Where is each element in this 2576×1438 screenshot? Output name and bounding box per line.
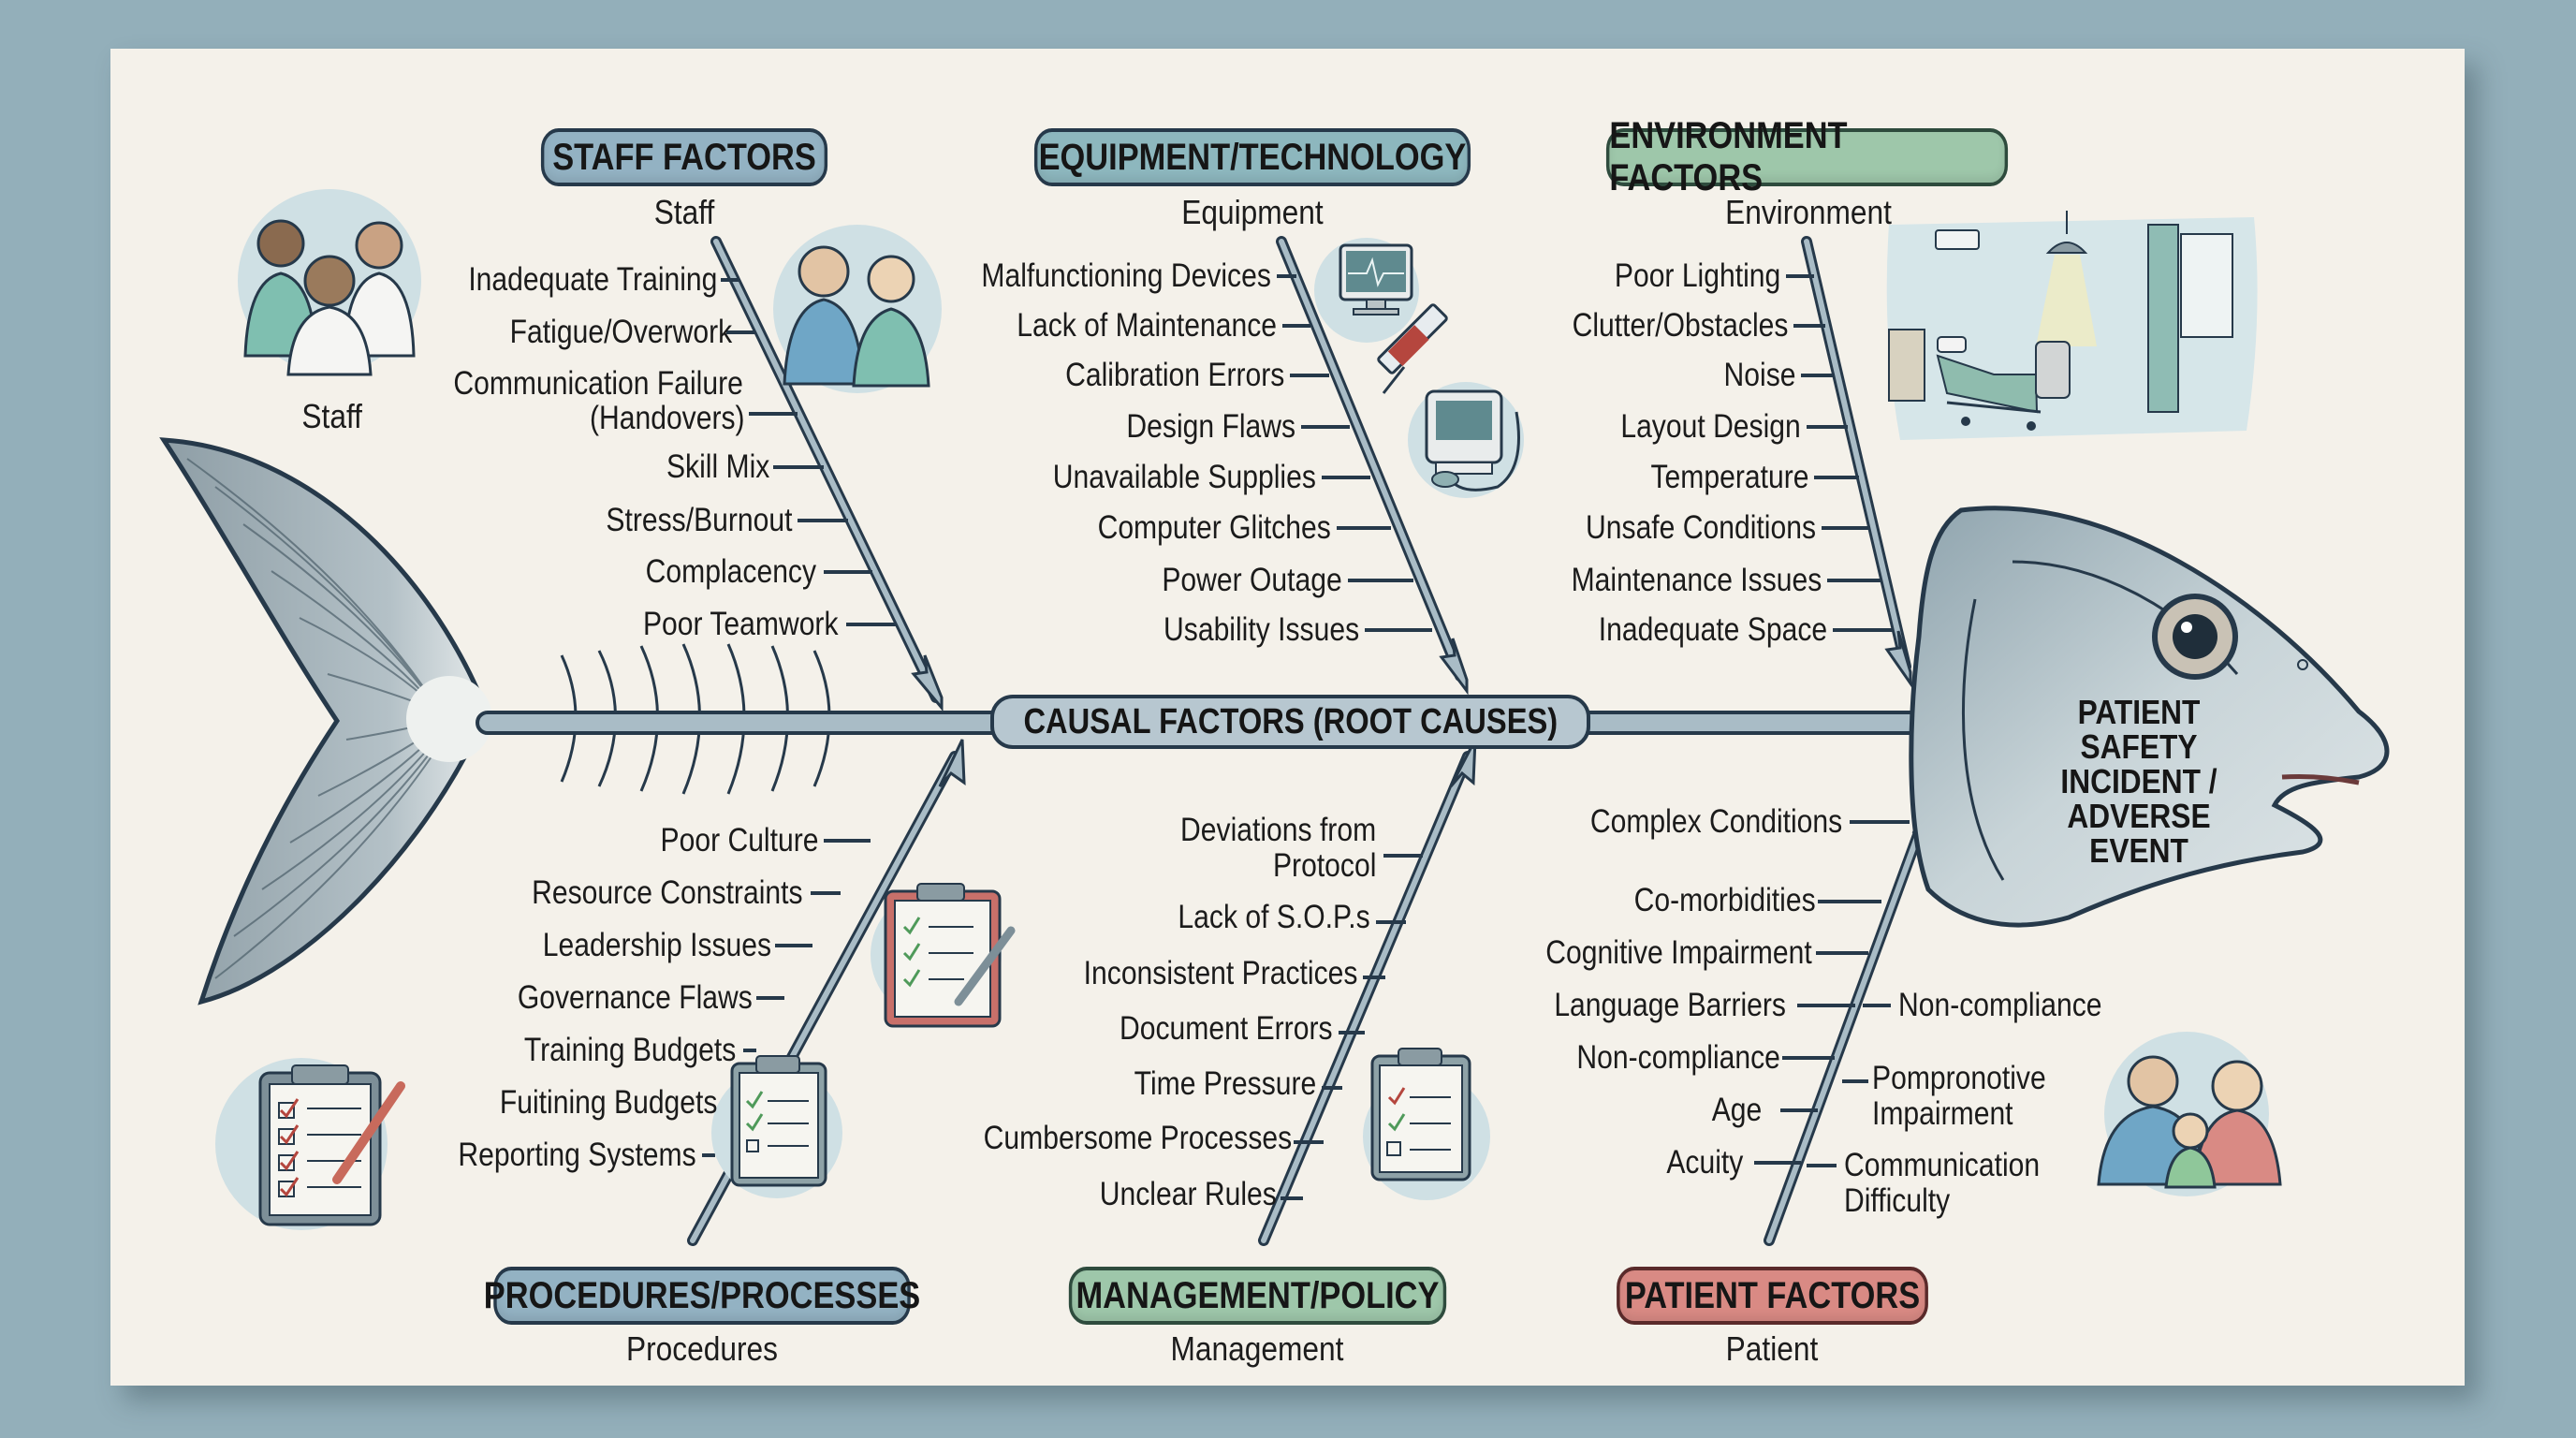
cause-item: Computer Glitches (1097, 509, 1331, 546)
cause-item: Poor Lighting (1614, 257, 1780, 294)
patient-subtitle: Patient (1725, 1329, 1819, 1368)
cause-item: Stress/Burnout (605, 502, 792, 538)
cause-item: Layout Design (1620, 408, 1801, 445)
cause-item: Governance Flaws (518, 979, 753, 1016)
cause-item: Document Errors (1120, 1010, 1333, 1047)
cause-item: Cognitive Impairment (1545, 934, 1812, 971)
cause-item: (Handovers) (590, 400, 745, 436)
environment-factors-chip: ENVIRONMENT FACTORS (1605, 115, 2009, 198)
management-bone (1258, 739, 1477, 1246)
effect-line-2: INCIDENT / (2060, 762, 2217, 800)
staff-icon-label: Staff (301, 397, 362, 435)
checklist-clipboard-icon (711, 1055, 842, 1198)
cause-item: Unsafe Conditions (1586, 509, 1816, 546)
cause-item: Design Flaws (1126, 408, 1295, 445)
cause-item: Inadequate Space (1598, 611, 1827, 648)
cause-item: Power Outage (1162, 562, 1342, 598)
cause-item: Inconsistent Practices (1083, 955, 1357, 991)
syringe-icon (1377, 303, 1448, 394)
cause-item: Language Barriers (1554, 987, 1786, 1023)
management-policy-chip: MANAGEMENT/POLICY (1068, 1267, 1447, 1325)
equipment-bone (1276, 236, 1469, 696)
cause-item: Noise (1723, 357, 1795, 393)
staff-subtitle: Staff (653, 193, 715, 231)
cause-item: Temperature (1650, 459, 1808, 495)
cause-item: Fatigue/Overwork (509, 314, 732, 350)
effect-line-4: EVENT (2089, 831, 2188, 870)
equipment-subtitle: Equipment (1181, 193, 1324, 231)
blood-pressure-monitor-icon (1408, 382, 1524, 498)
cause-item: Communication Failure (453, 365, 743, 402)
effect-line-3: ADVERSE (2067, 797, 2211, 835)
cause-item: Acuity (1666, 1144, 1743, 1181)
red-clipboard-icon (871, 883, 1016, 1028)
clipboard-checklist-icon (215, 1058, 405, 1230)
cause-item: Poor Culture (660, 822, 818, 858)
cause-item: Difficulty (1844, 1182, 1951, 1219)
patient-factors-chip: PATIENT FACTORS (1617, 1267, 1928, 1325)
patient-family-icon (2097, 1032, 2282, 1196)
effect-label: PATIENT SAFETY INCIDENT / ADVERSE EVENT (2019, 695, 2258, 868)
cause-item: Calibration Errors (1064, 357, 1284, 393)
cause-item: Complacency (645, 553, 816, 590)
cause-item: Maintenance Issues (1571, 562, 1822, 598)
medical-staff-icon (238, 189, 421, 376)
effect-line-1: PATIENT SAFETY (2077, 693, 2201, 766)
cause-item: Deviations from (1179, 812, 1376, 848)
staff-bone (710, 236, 944, 712)
cause-item: Poor Teamwork (643, 606, 839, 642)
procedures-subtitle: Procedures (625, 1329, 779, 1368)
cause-item: Clutter/Obstacles (1572, 307, 1788, 344)
cause-item: Unclear Rules (1099, 1176, 1277, 1212)
cause-item: Non-compliance (1898, 987, 2102, 1023)
cause-item: Age (1711, 1092, 1762, 1128)
fish-tail-icon (159, 437, 492, 1005)
cause-item: Impairment (1872, 1095, 2013, 1132)
staff-factors-chip: STAFF FACTORS (540, 128, 828, 186)
cause-item: Non-compliance (1576, 1039, 1780, 1076)
management-clipboard-icon (1363, 1048, 1490, 1200)
heart-monitor-icon (1314, 238, 1419, 343)
equipment-technology-chip: EQUIPMENT/TECHNOLOGY (1033, 128, 1471, 186)
cause-item: Inadequate Training (467, 261, 717, 298)
hospital-room-icon (1886, 211, 2258, 440)
cause-item: Communication (1844, 1147, 2041, 1183)
cause-item: Protocol (1272, 847, 1376, 884)
cause-item: Pompronotive (1872, 1060, 2046, 1096)
management-subtitle: Management (1170, 1329, 1344, 1368)
cause-item: Lack of Maintenance (1017, 307, 1277, 344)
cause-item: Time Pressure (1134, 1065, 1316, 1102)
environment-bone (1786, 236, 1912, 688)
cause-item: Co-morbidities (1633, 882, 1816, 918)
cause-item: Leadership Issues (542, 927, 771, 963)
cause-item: Malfunctioning Devices (981, 257, 1271, 294)
cause-item: Usability Issues (1163, 611, 1359, 648)
nurses-icon (773, 225, 942, 393)
cause-item: Skill Mix (666, 448, 769, 485)
fish-head-icon (1909, 506, 2390, 928)
cause-item: Reporting Systems (458, 1137, 696, 1173)
procedures-processes-chip: PROCEDURES/PROCESSES (484, 1267, 920, 1325)
cause-item: Complex Conditions (1589, 803, 1842, 840)
cause-item: Training Budgets (523, 1032, 736, 1068)
environment-subtitle: Environment (1725, 193, 1892, 231)
cause-item: Unavailable Supplies (1052, 459, 1316, 495)
cause-item: Resource Constraints (532, 874, 803, 911)
cause-item: Lack of S.O.P.s (1178, 899, 1370, 935)
cause-item: Cumbersome Processes (983, 1120, 1292, 1156)
causal-factors-spine-label: CAUSAL FACTORS (ROOT CAUSES) (990, 695, 1590, 749)
cause-item: Fuitining Budgets (499, 1084, 717, 1121)
